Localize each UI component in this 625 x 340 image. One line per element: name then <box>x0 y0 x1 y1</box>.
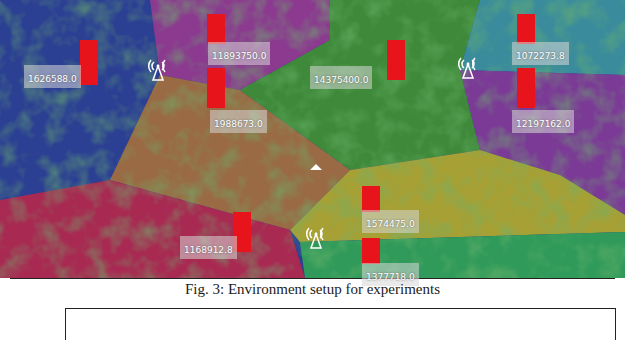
value-label: 1072273.8 <box>512 42 569 65</box>
value-label: 1168912.8 <box>180 236 237 259</box>
value-text: 1574475.0 <box>366 219 415 229</box>
value-text: 12197162.0 <box>516 119 570 129</box>
value-label: 1574475.0 <box>362 210 419 233</box>
figure-caption: Fig. 3: Environment setup for experiment… <box>0 281 625 298</box>
value-text: 1377718.0 <box>366 272 415 282</box>
value-label: 1988673.0 <box>210 110 267 133</box>
value-text: 1626588.0 <box>28 74 77 84</box>
value-label: 14375400.0 <box>310 66 372 89</box>
value-text: 14375400.0 <box>314 75 368 85</box>
value-label: 12197162.0 <box>512 110 574 133</box>
value-text: 1168912.8 <box>184 245 233 255</box>
value-label: 11893750.0 <box>208 42 270 65</box>
value-text: 11893750.0 <box>212 51 266 61</box>
value-text: 1072273.8 <box>516 51 565 61</box>
value-text: 1988673.0 <box>214 119 263 129</box>
value-label: 1626588.0 <box>24 65 81 88</box>
